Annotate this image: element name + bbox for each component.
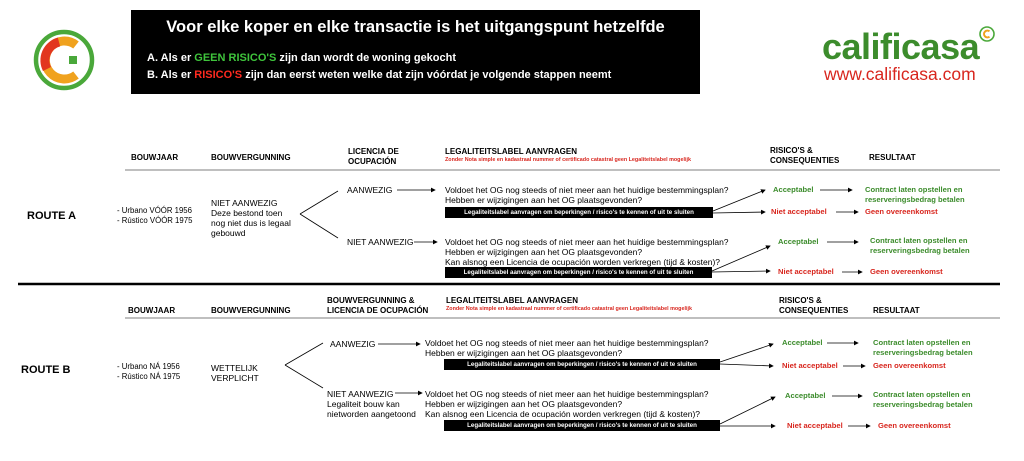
route-a-branch1-ok-result-1: Contract laten opstellen en	[865, 185, 963, 194]
route-a-branch1-ok: Acceptabel	[773, 185, 814, 194]
route-a-bouwjaar-2: - Rústico VÓÓR 1975	[117, 216, 193, 225]
line-b-highlight: RISICO'S	[194, 69, 243, 81]
route-b-branch1-ok: Acceptabel	[782, 338, 823, 347]
route-b-branch1-ok-result-1: Contract laten opstellen en	[873, 338, 971, 347]
route-b-branch2-q3: Kan alsnog een Licencia de ocupación wor…	[425, 409, 701, 419]
route-a-bouwjaar-1: - Urbano VÓÓR 1956	[117, 206, 192, 215]
route-a-branch2-legal-box: Legaliteitslabel aanvragen om beperkinge…	[445, 267, 712, 278]
route-b-branch2-label-1: NIET AANWEZIG	[327, 389, 394, 399]
route-b-branch1-q2: Hebben er wijzigingen aan het OG plaatsg…	[425, 348, 623, 358]
route-b-branch2-q1: Voldoet het OG nog steeds of niet meer a…	[425, 389, 709, 399]
line-b-suffix: zijn dan eerst weten welke dat zijn vóór…	[242, 69, 612, 81]
route-b-header-combo-2: LICENCIA DE OCUPACIÓN	[327, 306, 429, 315]
route-b-branch1-legal-box: Legaliteitslabel aanvragen om beperkinge…	[444, 359, 720, 370]
route-a-branch1-q2: Hebben er wijzigingen aan het OG plaatsg…	[445, 195, 643, 205]
route-b-header-bouwjaar: BOUWJAAR	[128, 306, 176, 315]
brand-url[interactable]: www.calificasa.com	[824, 64, 976, 84]
line-a-highlight: GEEN RISICO'S	[194, 52, 277, 64]
route-a-header-licencia-2: OCUPACIÓN	[348, 157, 397, 166]
route-b-header-bouwvergunning: BOUWVERGUNNING	[211, 306, 291, 315]
route-a-header-legal-note: Zonder Nota simple en kadastraal nummer …	[445, 157, 691, 163]
route-a-branch2-nok: Niet acceptabel	[778, 267, 834, 276]
route-b-branch2-legal-box: Legaliteitslabel aanvragen om beperkinge…	[444, 420, 720, 431]
route-a-branch2-ok-result-1: Contract laten opstellen en	[870, 236, 968, 245]
route-b-branch2-ok-result-2: reserveringsbedrag betalen	[873, 400, 973, 409]
route-b-header-resultaat: RESULTAAT	[873, 306, 920, 315]
route-b-header-legal: LEGALITEITSLABEL AANVRAGEN	[446, 296, 579, 305]
route-a-branch2-q1: Voldoet het OG nog steeds of niet meer a…	[445, 237, 729, 247]
route-a-header-bouwvergunning: BOUWVERGUNNING	[211, 153, 291, 162]
route-a-branch2-label: NIET AANWEZIG	[347, 237, 414, 247]
califica-logo-icon	[33, 29, 95, 91]
route-a-branch2-nok-result: Geen overeenkomst	[870, 267, 943, 276]
route-b-header-legal-note: Zonder Nota simple en kadastraal nummer …	[446, 306, 692, 312]
route-a-verg-2: Deze bestond toen	[211, 208, 283, 218]
route-b-header-risk-2: CONSEQUENTIES	[779, 306, 849, 315]
route-b-branch1-label: AANWEZIG	[330, 339, 376, 349]
route-a-label: ROUTE A	[27, 210, 77, 222]
brand-name: calificasa	[822, 26, 980, 67]
route-a-header-bouwjaar: BOUWJAAR	[131, 153, 179, 162]
route-a-branch1-legal-box: Legaliteitslabel aanvragen om beperkinge…	[445, 207, 713, 218]
route-b-verg-1: WETTELIJK	[211, 363, 258, 373]
route-b-branch2-q2: Hebben er wijzigingen aan het OG plaatsg…	[425, 399, 623, 409]
brand-c-icon	[979, 26, 995, 42]
route-a-header-licencia-1: LICENCIA DE	[348, 147, 399, 156]
route-a-header-risk-2: CONSEQUENTIES	[770, 156, 840, 165]
route-a-branch1-ok-result-2: reserveringsbedrag betalen	[865, 195, 965, 204]
line-a-suffix: zijn dan wordt de woning gekocht	[276, 52, 457, 64]
route-b-header-combo-1: BOUWVERGUNNING &	[327, 296, 415, 305]
route-b-branch1-q1: Voldoet het OG nog steeds of niet meer a…	[425, 338, 709, 348]
route-a-branch2-ok-result-2: reserveringsbedrag betalen	[870, 246, 970, 255]
route-a-header-resultaat: RESULTAAT	[869, 153, 916, 162]
route-b-bouwjaar-2: - Rústico NÁ 1975	[117, 372, 181, 381]
route-a-verg-1: NIET AANWEZIG	[211, 198, 278, 208]
route-a-branch1-nok: Niet acceptabel	[771, 207, 827, 216]
route-b-bouwjaar-1: - Urbano NÁ 1956	[117, 362, 180, 371]
route-a-verg-4: gebouwd	[211, 228, 246, 238]
banner-line-b: B. Als er RISICO'S zijn dan eerst weten …	[147, 69, 611, 81]
route-a-header-legal: LEGALITEITSLABEL AANVRAGEN	[445, 147, 578, 156]
route-b-branch2-ok: Acceptabel	[785, 391, 826, 400]
route-a-verg-3: nog niet dus is legaal	[211, 218, 291, 228]
route-b-label: ROUTE B	[21, 364, 71, 376]
route-b-branch1-ok-result-2: reserveringsbedrag betalen	[873, 348, 973, 357]
line-a-prefix: A. Als er	[147, 52, 195, 64]
route-b-branch2-label-3: nietworden aangetoond	[327, 409, 416, 419]
route-a-branch1-label: AANWEZIG	[347, 185, 393, 195]
route-b-branch1-nok-result: Geen overeenkomst	[873, 361, 946, 370]
banner-line-a: A. Als er GEEN RISICO'S zijn dan wordt d…	[147, 52, 456, 64]
route-b-branch2-label-2: Legaliteit bouw kan	[327, 399, 400, 409]
banner-title: Voor elke koper en elke transactie is he…	[166, 18, 665, 36]
route-a-branch2-ok: Acceptabel	[778, 237, 819, 246]
route-b-branch1-nok: Niet acceptabel	[782, 361, 838, 370]
line-b-prefix: B. Als er	[147, 69, 195, 81]
route-a-header-risk-1: RISICO'S &	[770, 146, 813, 155]
header-banner: Voor elke koper en elke transactie is he…	[131, 10, 700, 94]
route-a-branch2-q2: Hebben er wijzigingen aan het OG plaatsg…	[445, 247, 643, 257]
route-a-branch1-nok-result: Geen overeenkomst	[865, 207, 938, 216]
route-b-header-risk-1: RISICO'S &	[779, 296, 822, 305]
route-b-branch2-nok: Niet acceptabel	[787, 421, 843, 430]
route-a-branch1-q1: Voldoet het OG nog steeds of niet meer a…	[445, 185, 729, 195]
route-b-branch2-nok-result: Geen overeenkomst	[878, 421, 951, 430]
route-b-verg-2: VERPLICHT	[211, 373, 259, 383]
route-b-branch2-ok-result-1: Contract laten opstellen en	[873, 390, 971, 399]
route-a-branch2-q3: Kan alsnog een Licencia de ocupación wor…	[445, 257, 721, 267]
